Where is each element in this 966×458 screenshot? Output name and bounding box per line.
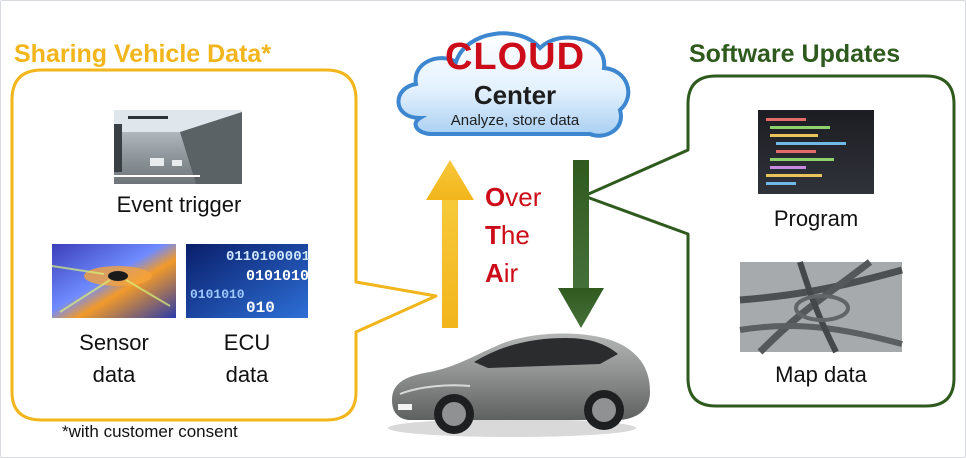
upload-arrow <box>426 160 474 328</box>
sharing-title: Sharing Vehicle Data* <box>14 40 272 68</box>
program-label: Program <box>773 206 859 231</box>
ota-initial-a: A <box>485 258 504 288</box>
event-trigger-label: Event trigger <box>116 192 242 217</box>
ota-line-air: Air <box>485 258 518 289</box>
sensor-label-line1: Sensor <box>79 330 149 355</box>
download-arrow <box>558 160 604 328</box>
svg-text:0110100001: 0110100001 <box>226 249 310 265</box>
ecu-label-line2: data <box>225 362 269 387</box>
ota-initial-t: T <box>485 220 501 250</box>
svg-text:0101010: 0101010 <box>190 287 245 302</box>
cloud-subtitle: Analyze, store data <box>450 112 580 129</box>
sensor-data-image <box>51 244 176 318</box>
ota-line-the: The <box>485 220 530 251</box>
map-data-label: Map data <box>775 362 867 387</box>
ota-rest-he: he <box>500 220 530 250</box>
ota-line-over: Over <box>485 182 541 213</box>
ecu-label-line1: ECU <box>223 330 271 355</box>
cloud-title: CLOUD <box>444 36 586 78</box>
cloud-shape <box>396 31 631 138</box>
program-image <box>758 110 874 194</box>
ota-rest-ir: ir <box>503 258 519 288</box>
updates-title: Software Updates <box>689 40 901 68</box>
consent-footnote: *with customer consent <box>62 422 238 441</box>
car-image <box>388 333 650 437</box>
ecu-data-image: 0110100001 0101010 0101010 010 <box>186 244 310 318</box>
cloud-center-label: Center <box>473 80 557 110</box>
ota-rest-ver: ver <box>505 182 542 212</box>
sensor-label-line2: data <box>92 362 136 387</box>
map-data-image <box>739 259 903 355</box>
ota-initial-o: O <box>485 182 506 212</box>
svg-text:010: 010 <box>246 299 275 317</box>
svg-text:0101010: 0101010 <box>246 268 309 285</box>
event-trigger-image <box>114 110 242 184</box>
